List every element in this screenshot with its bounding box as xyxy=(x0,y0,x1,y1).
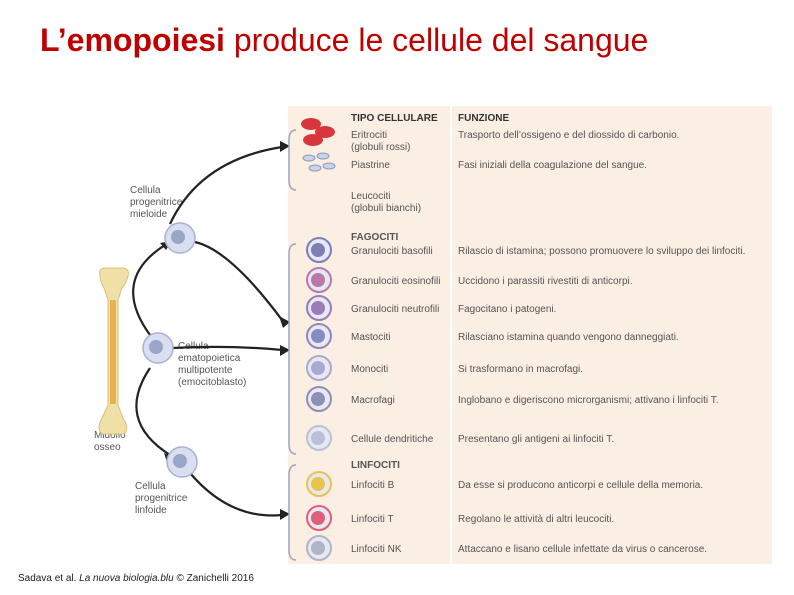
cell-function-text: Fasi iniziali della coagulazione del san… xyxy=(458,160,647,171)
cell-row: Granulociti eosinofili Uccidono i parassi… xyxy=(306,267,633,293)
cell-function-text: Si trasformano in macrofagi. xyxy=(458,364,583,375)
cell-row: Linfociti T Regolano le attività di altri… xyxy=(306,505,614,531)
cell-illustration xyxy=(306,323,332,349)
cell-type-label: Eritrociti xyxy=(351,130,387,141)
label-marrow: Midollo osseo xyxy=(94,430,126,453)
header-function: FUNZIONE xyxy=(458,113,509,124)
cell-function-text: Presentano gli antigeni ai linfociti T. xyxy=(458,434,614,445)
cell-illustration xyxy=(306,237,332,263)
cell-row: Granulociti neutrofili Fagocitano i patog… xyxy=(306,295,556,321)
group-heading: LINFOCITI xyxy=(351,460,400,471)
header-type: TIPO CELLULARE xyxy=(351,113,438,124)
cell-type-label: Macrofagi xyxy=(351,395,395,406)
cell-row: Linfociti B Da esse si producono anticorp… xyxy=(306,471,703,497)
cell-type-label: Leucociti xyxy=(351,191,390,202)
arrow-myeloid-to-rbc xyxy=(169,145,283,225)
cell-row: Eritrociti(globuli rossi) Trasporto dell’… xyxy=(301,118,679,153)
lineage-arrows xyxy=(132,145,283,517)
cell-function-text: Inglobano e digeriscono microrganismi; a… xyxy=(458,395,719,406)
title-bold: L’emopoiesi xyxy=(40,22,225,58)
lymphoid-progenitor-cell xyxy=(166,446,198,478)
title-rest: produce le cellule del sangue xyxy=(224,22,649,58)
svg-text:Midollo: Midollo xyxy=(94,430,126,441)
svg-text:ematopoietica: ematopoietica xyxy=(178,353,241,364)
cell-illustration xyxy=(302,152,336,172)
table-panel xyxy=(288,106,772,564)
cell-type-label: Mastociti xyxy=(351,332,390,343)
cell-illustration xyxy=(306,295,332,321)
cell-row: Cellule dendritiche Presentano gli antige… xyxy=(306,425,614,451)
bone-illustration xyxy=(98,267,129,435)
svg-text:(emocitoblasto): (emocitoblasto) xyxy=(178,377,246,388)
cell-illustration xyxy=(306,505,332,531)
svg-text:multipotente: multipotente xyxy=(178,365,233,376)
cell-type-label: Linfociti B xyxy=(351,480,395,491)
cell-illustration xyxy=(301,118,335,146)
cell-row: Linfociti NK Attaccano e lisano cellule i… xyxy=(306,535,707,561)
cell-row: Piastrine Fasi iniziali della coagulazion… xyxy=(302,152,647,172)
cell-function-text: Attaccano e lisano cellule infettate da … xyxy=(458,544,707,555)
cell-table-rows: Eritrociti(globuli rossi) Trasporto dell’… xyxy=(301,118,745,561)
cell-type-label: Linfociti NK xyxy=(351,544,402,555)
cell-function-text: Da esse si producono anticorpi e cellule… xyxy=(458,480,703,491)
cell-row: Granulociti basofili Rilascio di istamina… xyxy=(306,237,745,263)
cell-type-label: FAGOCITI xyxy=(351,232,398,243)
brackets xyxy=(288,129,297,561)
cell-function-text: Uccidono i parassiti rivestiti di antico… xyxy=(458,276,633,287)
cell-type-label: LINFOCITI xyxy=(351,460,400,471)
arrow-myeloid-to-phagocytes xyxy=(194,240,283,321)
cell-type-label: Cellule dendritiche xyxy=(351,434,434,445)
cell-function-text: Rilasciano istamina quando vengono danne… xyxy=(458,332,679,343)
cell-row: Monociti Si trasformano in macrofagi. xyxy=(306,355,583,381)
cell-illustration xyxy=(306,386,332,412)
stem-cell xyxy=(142,332,174,364)
cell-row: Leucociti(globuli bianchi) xyxy=(351,191,421,214)
cell-function-text: Trasporto dell’ossigeno e del diossido d… xyxy=(458,130,679,141)
group-heading: FAGOCITI xyxy=(351,232,398,243)
cell-type-label: Piastrine xyxy=(351,160,390,171)
svg-text:osseo: osseo xyxy=(94,442,121,453)
label-lymphoid: Cellula progenitrice linfoide xyxy=(135,481,188,516)
cell-illustration xyxy=(306,425,332,451)
cell-type-label: Granulociti neutrofili xyxy=(351,304,439,315)
arrow-stem-to-myeloid xyxy=(132,244,166,336)
cell-function-text: Rilascio di istamina; possono promuovere… xyxy=(458,246,745,257)
svg-text:Cellula: Cellula xyxy=(130,185,161,196)
cell-illustration xyxy=(306,535,332,561)
arrow-stem-to-phagocytes xyxy=(171,345,283,352)
cell-function-text: Fagocitano i patogeni. xyxy=(458,304,556,315)
cell-illustration xyxy=(306,267,332,293)
cell-type-label: Granulociti basofili xyxy=(351,246,433,257)
cell-function-text: Regolano le attività di altri leucociti. xyxy=(458,514,614,525)
cell-type-label: (globuli bianchi) xyxy=(351,203,421,214)
arrow-lymphoid-to-lymphocytes xyxy=(189,472,283,517)
svg-text:progenitrice: progenitrice xyxy=(135,493,188,504)
cell-type-label: (globuli rossi) xyxy=(351,142,410,153)
svg-text:linfoide: linfoide xyxy=(135,505,167,516)
source-credit: Sadava et al. La nuova biologia.blu © Za… xyxy=(18,573,254,584)
svg-text:progenitrice: progenitrice xyxy=(130,197,183,208)
cell-illustration xyxy=(306,471,332,497)
cell-row: Macrofagi Inglobano e digeriscono microrg… xyxy=(306,386,719,412)
cell-type-label: Granulociti eosinofili xyxy=(351,276,441,287)
label-myeloid: Cellula progenitrice mieloide xyxy=(130,185,183,220)
svg-text:mieloide: mieloide xyxy=(130,209,168,220)
cell-type-label: Monociti xyxy=(351,364,388,375)
page-title: L’emopoiesi produce le cellule del sangu… xyxy=(40,20,760,60)
svg-text:Cellula: Cellula xyxy=(135,481,166,492)
cell-type-label: Linfociti T xyxy=(351,514,394,525)
cell-illustration xyxy=(306,355,332,381)
myeloid-progenitor-cell xyxy=(164,222,196,254)
arrow-stem-to-lymphoid xyxy=(135,367,171,456)
cell-row: Mastociti Rilasciano istamina quando veng… xyxy=(306,323,679,349)
